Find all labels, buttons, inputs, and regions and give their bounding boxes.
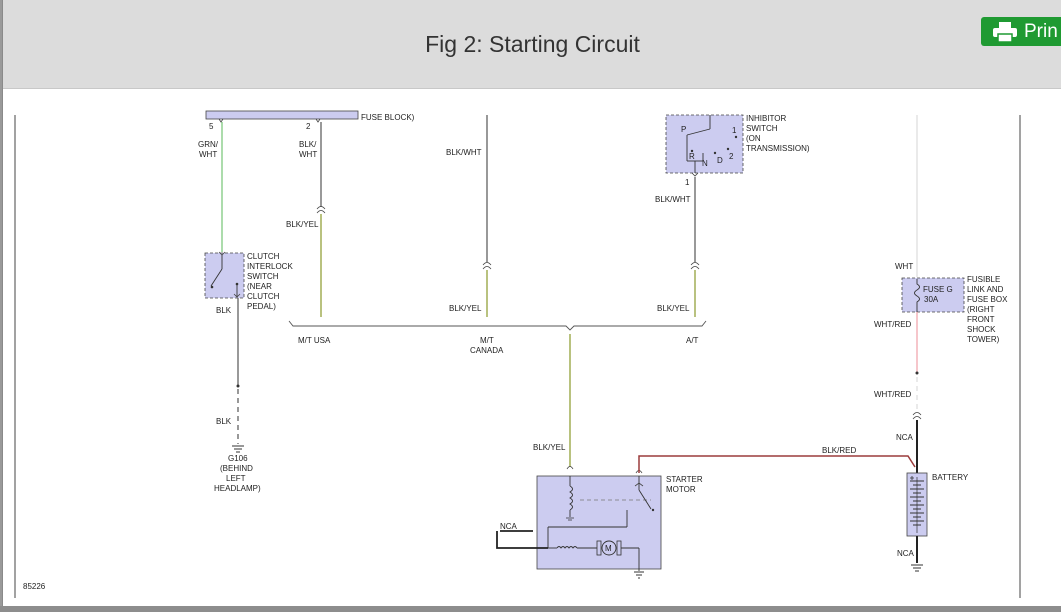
ground-icon [634, 571, 644, 579]
wire-label: WHT/RED [874, 320, 912, 329]
switch-position-label: P [681, 125, 686, 134]
wire-label: NCA [500, 522, 518, 531]
ground-icon [232, 445, 244, 453]
component-label: CLUTCH [247, 292, 280, 301]
bottom-bar [0, 606, 1061, 612]
component-label: PEDAL) [247, 302, 276, 311]
fuse-label: FUSE G [923, 285, 953, 294]
component-label: SHOCK [967, 325, 996, 334]
motor-icon [601, 540, 617, 556]
switch-position-label: D [717, 156, 723, 165]
pin-label: 5 [209, 122, 214, 131]
component-label: STARTER [666, 475, 703, 484]
switch-position-label: R [689, 152, 695, 161]
wire-label: BLK/YEL [449, 304, 482, 313]
fusible-link-fuse-box: FUSE G 30A [901, 277, 965, 313]
wire-label: BLK/WHT [446, 148, 482, 157]
wire-label: BLK/YEL [657, 304, 690, 313]
page-title: Fig 2: Starting Circuit [425, 31, 640, 57]
pin-label: 1 [685, 178, 690, 187]
clutch-interlock-switch [204, 251, 245, 299]
switch-position-label: 2 [729, 152, 734, 161]
wire-label: BLK/RED [822, 446, 856, 455]
option-label: A/T [686, 336, 699, 345]
fuse-label: 30A [924, 295, 939, 304]
starter-motor: M [536, 475, 662, 570]
wire-label: WHT/RED [874, 390, 912, 399]
ground-icon [911, 564, 923, 572]
wire-label: NCA [897, 549, 915, 558]
component-label: (ON [746, 134, 761, 143]
option-label: M/T USA [298, 336, 331, 345]
component-label: FRONT [967, 315, 995, 324]
component-label: (NEAR [247, 282, 272, 291]
component-label: TRANSMISSION) [746, 144, 810, 153]
ground-label: G106 [228, 454, 248, 463]
wire-label: WHT [199, 150, 217, 159]
component-label: CLUTCH [247, 252, 280, 261]
component-label: INHIBITOR [746, 114, 787, 123]
ground-label: HEADLAMP) [214, 484, 261, 493]
fuse-block-label: FUSE BLOCK) [361, 113, 415, 122]
component-label: BATTERY [932, 473, 969, 482]
switch-position-label: N [702, 159, 708, 168]
wire-label: BLK/YEL [286, 220, 319, 229]
component-label: MOTOR [666, 485, 696, 494]
wire-label: BLK [216, 306, 232, 315]
wire-label: BLK/YEL [533, 443, 566, 452]
nca-wire-starter [496, 530, 548, 549]
component-label: TOWER) [967, 335, 1000, 344]
blk-red-cable [638, 455, 916, 473]
wire-label: WHT [895, 262, 913, 271]
wire-label: BLK/ [299, 140, 317, 149]
option-bracket [288, 320, 707, 331]
fuse-block: FUSE BLOCK) 5 2 [205, 110, 415, 131]
print-button[interactable]: Prin [981, 17, 1061, 46]
ground-label: LEFT [226, 474, 246, 483]
motor-label: M [605, 544, 612, 553]
option-label: M/T [480, 336, 494, 345]
component-label: (RIGHT [967, 305, 995, 314]
printer-icon [993, 21, 1017, 42]
component-label: LINK AND [967, 285, 1004, 294]
pin-label: 2 [306, 122, 311, 131]
option-label: CANADA [470, 346, 504, 355]
wire-label: BLK [216, 417, 232, 426]
header-bar: Fig 2: Starting Circuit Prin [3, 0, 1061, 89]
component-label: FUSIBLE [967, 275, 1000, 284]
wire-label: BLK/WHT [655, 195, 691, 204]
component-label: SWITCH [746, 124, 778, 133]
figure-number: 85226 [23, 582, 46, 591]
wire-label: GRN/ [198, 140, 219, 149]
component-label: INTERLOCK [247, 262, 293, 271]
battery [906, 472, 928, 537]
print-label: Prin [1024, 20, 1058, 42]
component-label: SWITCH [247, 272, 279, 281]
wire-label: NCA [896, 433, 914, 442]
component-label: FUSE BOX [967, 295, 1008, 304]
wire-label: WHT [299, 150, 317, 159]
inhibitor-switch: P R N D 1 2 [665, 114, 744, 177]
ground-label: (BEHIND [220, 464, 253, 473]
wiring-diagram: FUSE BLOCK) 5 2 GRN/ WHT BLK/ WHT BLK/YE… [14, 110, 1021, 598]
switch-position-label: 1 [732, 126, 737, 135]
